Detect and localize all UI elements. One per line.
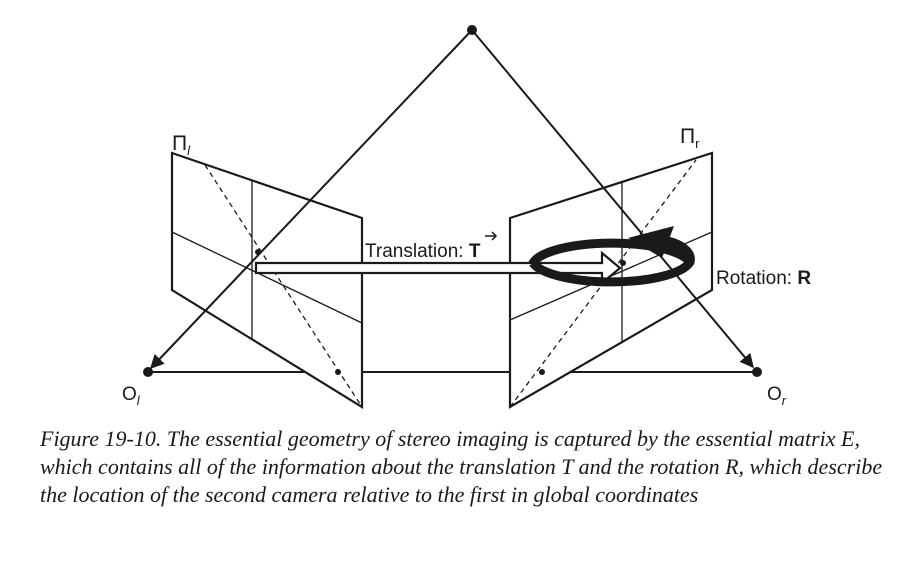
translation-vector-arrow: [485, 231, 498, 241]
left-plane-label: Πl: [172, 132, 191, 158]
right-projection-ray: [471, 29, 754, 369]
right-camera-center: [752, 367, 762, 377]
translation-label: Translation: T: [365, 241, 481, 262]
world-point: [467, 25, 477, 35]
left-image-plane: [170, 151, 364, 409]
figure-caption: Figure 19-10. The essential geometry of …: [40, 426, 883, 507]
right-image-point: [620, 260, 626, 266]
left-projection-ray: [150, 29, 473, 370]
right-center-label: Or: [767, 384, 787, 408]
left-center-label: Ol: [122, 384, 141, 408]
stereo-geometry-diagram: Πl Πr Ol Or Translation: T Rotation: R: [122, 25, 811, 409]
rotation-arrowhead: [628, 226, 674, 258]
right-plane-label: Πr: [680, 125, 700, 151]
right-epipole: [539, 369, 545, 375]
left-camera-center: [143, 367, 153, 377]
rotation-label: Rotation: R: [716, 268, 811, 289]
left-image-point: [255, 249, 261, 255]
left-epipole: [335, 369, 341, 375]
translation-arrow: [254, 250, 622, 286]
rotation-ring-back: [528, 238, 695, 268]
rotation-ring-front: [529, 235, 695, 287]
